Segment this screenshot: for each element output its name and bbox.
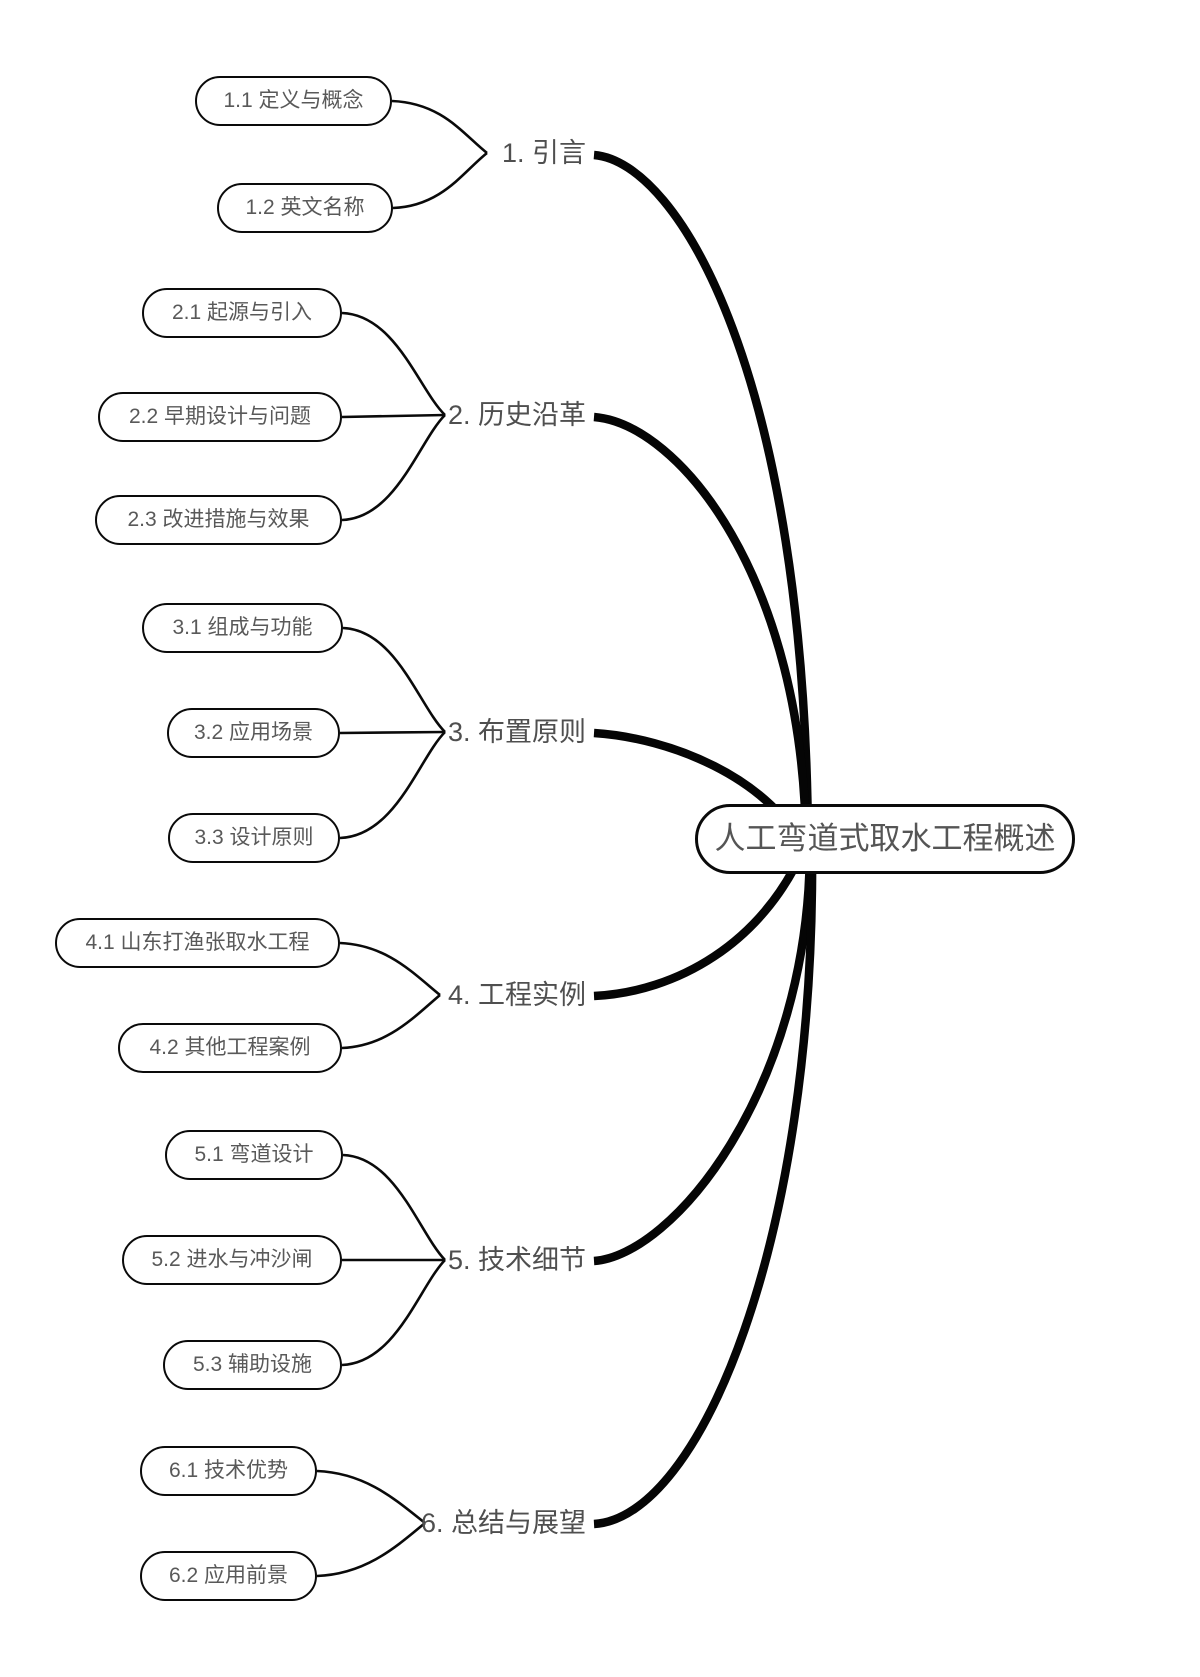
topic-1-1[interactable]: 1.1 定义与概念 — [195, 76, 392, 126]
link-root-branch-1 — [593, 150, 813, 846]
link-branch-3-child-3 — [339, 731, 446, 840]
link-branch-2-child-3 — [341, 414, 446, 522]
link-branch-2-child-1 — [341, 311, 446, 416]
link-branch-2-child-2 — [341, 413, 446, 419]
topic-4-2[interactable]: 4.2 其他工程案例 — [118, 1023, 342, 1073]
root-topic[interactable]: 人工弯道式取水工程概述 — [695, 804, 1075, 874]
topic-1-2[interactable]: 1.2 英文名称 — [217, 183, 393, 233]
topic-2-1[interactable]: 2.1 起源与引入 — [142, 288, 342, 338]
link-branch-1-child-1 — [391, 99, 488, 155]
branch-2-label[interactable]: 2. 历史沿革 — [447, 400, 586, 430]
link-branch-5-child-3 — [341, 1259, 446, 1367]
link-root-branch-2 — [593, 412, 811, 846]
branch-5-label[interactable]: 5. 技术细节 — [447, 1245, 586, 1275]
branch-3-label[interactable]: 3. 布置原则 — [447, 717, 586, 747]
link-branch-6-child-2 — [316, 1521, 426, 1578]
branch-6-label[interactable]: 6. 总结与展望 — [420, 1508, 586, 1538]
link-branch-4-child-2 — [341, 994, 441, 1050]
topic-3-2[interactable]: 3.2 应用场景 — [167, 708, 340, 758]
topic-6-1[interactable]: 6.1 技术优势 — [140, 1446, 317, 1496]
link-branch-3-child-2 — [339, 730, 446, 735]
link-branch-6-child-1 — [316, 1469, 426, 1525]
topic-2-2[interactable]: 2.2 早期设计与问题 — [98, 392, 342, 442]
branch-4-label[interactable]: 4. 工程实例 — [447, 980, 586, 1010]
topic-3-1[interactable]: 3.1 组成与功能 — [142, 603, 343, 653]
link-branch-1-child-2 — [392, 151, 488, 210]
link-branch-5-child-1 — [342, 1153, 446, 1261]
link-root-branch-5 — [593, 845, 815, 1266]
topic-6-2[interactable]: 6.2 应用前景 — [140, 1551, 317, 1601]
topic-5-2[interactable]: 5.2 进水与冲沙闸 — [122, 1235, 342, 1285]
topic-5-1[interactable]: 5.1 弯道设计 — [165, 1130, 343, 1180]
link-root-branch-6 — [593, 845, 817, 1529]
link-branch-4-child-1 — [339, 941, 441, 997]
topic-2-3[interactable]: 2.3 改进措施与效果 — [95, 495, 342, 545]
link-branch-3-child-1 — [342, 626, 446, 733]
topic-4-1[interactable]: 4.1 山东打渔张取水工程 — [55, 918, 340, 968]
branch-1-label[interactable]: 1. 引言 — [501, 138, 586, 168]
link-root-branch-4 — [593, 846, 808, 1001]
topic-5-3[interactable]: 5.3 辅助设施 — [163, 1340, 342, 1390]
topic-3-3[interactable]: 3.3 设计原则 — [168, 813, 340, 863]
